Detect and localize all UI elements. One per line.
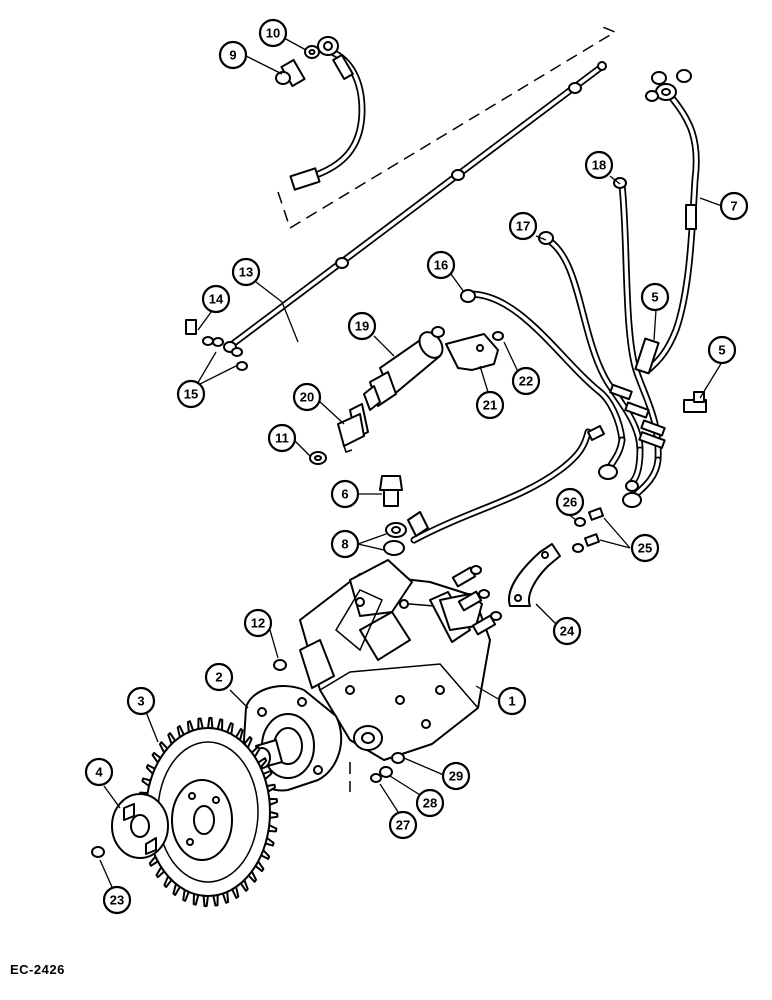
callout-26: 26 xyxy=(555,487,585,517)
clamp-plate-21 xyxy=(445,333,499,371)
callout-3: 3 xyxy=(126,686,156,716)
callout-1: 1 xyxy=(497,686,527,716)
dashed-assembly-box xyxy=(277,25,617,230)
callout-24: 24 xyxy=(552,616,582,646)
callout-6: 6 xyxy=(330,479,360,509)
injector-19 xyxy=(363,326,445,411)
callout-17: 17 xyxy=(508,211,538,241)
svg-text:15: 15 xyxy=(184,387,198,402)
svg-text:8: 8 xyxy=(341,537,348,552)
injection-pump-1 xyxy=(299,511,491,761)
svg-text:22: 22 xyxy=(519,374,533,389)
bracket-24 xyxy=(508,543,561,607)
callout-9: 9 xyxy=(218,40,248,70)
leak-off-hose-7 xyxy=(644,69,700,374)
svg-text:28: 28 xyxy=(423,796,437,811)
svg-text:5: 5 xyxy=(718,343,725,358)
gear-tooth xyxy=(207,716,214,730)
washers-26 xyxy=(572,517,586,553)
svg-text:10: 10 xyxy=(266,26,280,41)
callout-16: 16 xyxy=(426,250,456,280)
svg-text:13: 13 xyxy=(239,265,253,280)
callout-25: 25 xyxy=(630,533,660,563)
screws-25 xyxy=(583,507,605,547)
nozzle-holder-20 xyxy=(337,403,369,453)
svg-text:27: 27 xyxy=(396,818,410,833)
svg-text:17: 17 xyxy=(516,219,530,234)
svg-text:3: 3 xyxy=(137,694,144,709)
washer-11 xyxy=(309,451,327,465)
svg-text:11: 11 xyxy=(275,431,289,446)
retaining-plate-4 xyxy=(111,793,169,859)
svg-text:20: 20 xyxy=(300,390,314,405)
clamp-5-lower xyxy=(683,391,707,413)
callout-7: 7 xyxy=(719,191,749,221)
callout-27: 27 xyxy=(388,810,418,840)
svg-text:26: 26 xyxy=(563,495,577,510)
washer-12 xyxy=(273,659,287,671)
gear-tooth xyxy=(202,894,209,908)
timing-gear-3 xyxy=(137,716,279,908)
callout-5a: 5 xyxy=(640,282,670,312)
callout-23: 23 xyxy=(102,885,132,915)
callout-12: 12 xyxy=(243,608,273,638)
svg-text:4: 4 xyxy=(95,765,103,780)
callout-13: 13 xyxy=(231,257,261,287)
injection-lines xyxy=(460,177,666,508)
callout-8: 8 xyxy=(330,529,360,559)
callout-20: 20 xyxy=(292,382,322,412)
callout-28: 28 xyxy=(415,788,445,818)
callout-4: 4 xyxy=(84,757,114,787)
svg-text:6: 6 xyxy=(341,487,348,502)
pump-flange-2 xyxy=(243,685,343,792)
washers-27-28-29 xyxy=(349,752,405,792)
return-hose-top xyxy=(289,48,366,191)
banjo-bolt-9 xyxy=(275,58,306,88)
callout-10: 10 xyxy=(258,18,288,48)
fuel-pipe-to-pump xyxy=(410,425,605,544)
svg-text:19: 19 xyxy=(355,319,369,334)
callout-14: 14 xyxy=(201,284,231,314)
washers-15 xyxy=(212,337,248,371)
svg-text:7: 7 xyxy=(730,199,737,214)
callout-11: 11 xyxy=(267,423,297,453)
svg-text:5: 5 xyxy=(651,290,658,305)
washers-8 xyxy=(383,522,407,556)
washer-10 xyxy=(304,45,320,59)
callout-29: 29 xyxy=(441,761,471,791)
washer-22 xyxy=(492,331,504,341)
svg-text:24: 24 xyxy=(560,624,575,639)
screw-14 xyxy=(185,319,214,346)
leak-off-rail xyxy=(223,61,607,353)
svg-text:29: 29 xyxy=(449,769,463,784)
svg-text:14: 14 xyxy=(209,292,224,307)
callout-22: 22 xyxy=(511,366,541,396)
svg-text:23: 23 xyxy=(110,893,124,908)
drawing-reference-code: EC-2426 xyxy=(10,962,65,977)
clamp-5-upper xyxy=(634,337,660,375)
callout-18: 18 xyxy=(584,150,614,180)
callout-5b: 5 xyxy=(707,335,737,365)
svg-text:12: 12 xyxy=(251,616,265,631)
svg-text:18: 18 xyxy=(592,158,606,173)
callouts: 9 10 7 18 17 16 13 5 14 19 5 22 15 20 21… xyxy=(84,18,749,915)
svg-text:16: 16 xyxy=(434,258,448,273)
svg-text:2: 2 xyxy=(215,670,222,685)
svg-text:9: 9 xyxy=(229,48,236,63)
callout-21: 21 xyxy=(475,390,505,420)
callout-2: 2 xyxy=(204,662,234,692)
banjo-fitting-top xyxy=(317,36,339,56)
svg-text:21: 21 xyxy=(483,398,497,413)
washer-23 xyxy=(91,846,105,858)
svg-text:25: 25 xyxy=(638,541,652,556)
banjo-bolt-6 xyxy=(379,475,403,507)
svg-text:1: 1 xyxy=(508,694,515,709)
callout-15: 15 xyxy=(176,379,206,409)
callout-19: 19 xyxy=(347,311,377,341)
delivery-valve-outlets xyxy=(451,565,502,636)
